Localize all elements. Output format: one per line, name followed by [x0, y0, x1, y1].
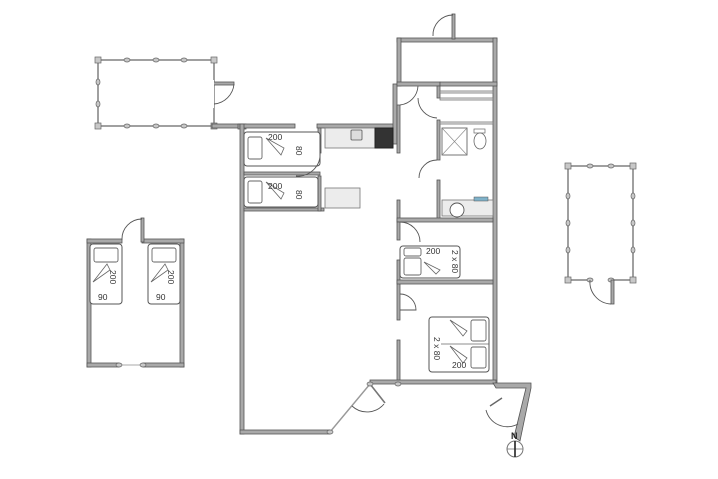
compass-north-label: N	[511, 431, 518, 441]
bed-length-label: 200	[268, 181, 282, 191]
toilet-icon	[473, 128, 486, 134]
bed-width-label: 90	[156, 292, 166, 302]
bedroom-1: 200 80	[243, 127, 322, 177]
kitchen	[324, 127, 394, 209]
terrace-right	[564, 162, 637, 305]
annex-building: 200 90 200 90	[86, 217, 185, 368]
kitchen-counter	[324, 127, 376, 149]
bedroom-2: 200 80	[243, 175, 325, 212]
bed-length-label: 200	[166, 270, 176, 284]
annex-bed-left: 200 90	[89, 243, 123, 305]
bed-width-label: 90	[98, 292, 108, 302]
north-compass: N	[506, 431, 524, 458]
washer-icon	[473, 196, 489, 202]
kitchen-island	[324, 187, 361, 209]
stove-icon	[374, 127, 394, 149]
sink-icon	[350, 129, 363, 141]
bedroom-3: 200 2 x 80	[399, 245, 461, 279]
bed-length-label: 200	[426, 246, 440, 256]
bathroom	[441, 127, 494, 218]
bed-width-label: 80	[294, 146, 304, 156]
bed-width-label: 2 x 80	[432, 337, 442, 360]
annex-bed-right: 200 90	[147, 243, 181, 305]
main-house-walls	[237, 13, 532, 442]
terrace-top-left	[94, 56, 243, 130]
bed-length-label: 200	[268, 132, 282, 142]
washbasin-counter	[441, 199, 494, 217]
bed-width-label: 80	[294, 190, 304, 200]
terrace-door-swing	[213, 83, 235, 105]
bed-length-label: 200	[452, 360, 466, 370]
washbasin-icon	[449, 202, 465, 218]
bed-length-label: 200	[108, 270, 118, 284]
bed-width-label: 2 x 80	[450, 250, 460, 273]
bedroom-4: 2 x 80 200	[428, 316, 490, 373]
